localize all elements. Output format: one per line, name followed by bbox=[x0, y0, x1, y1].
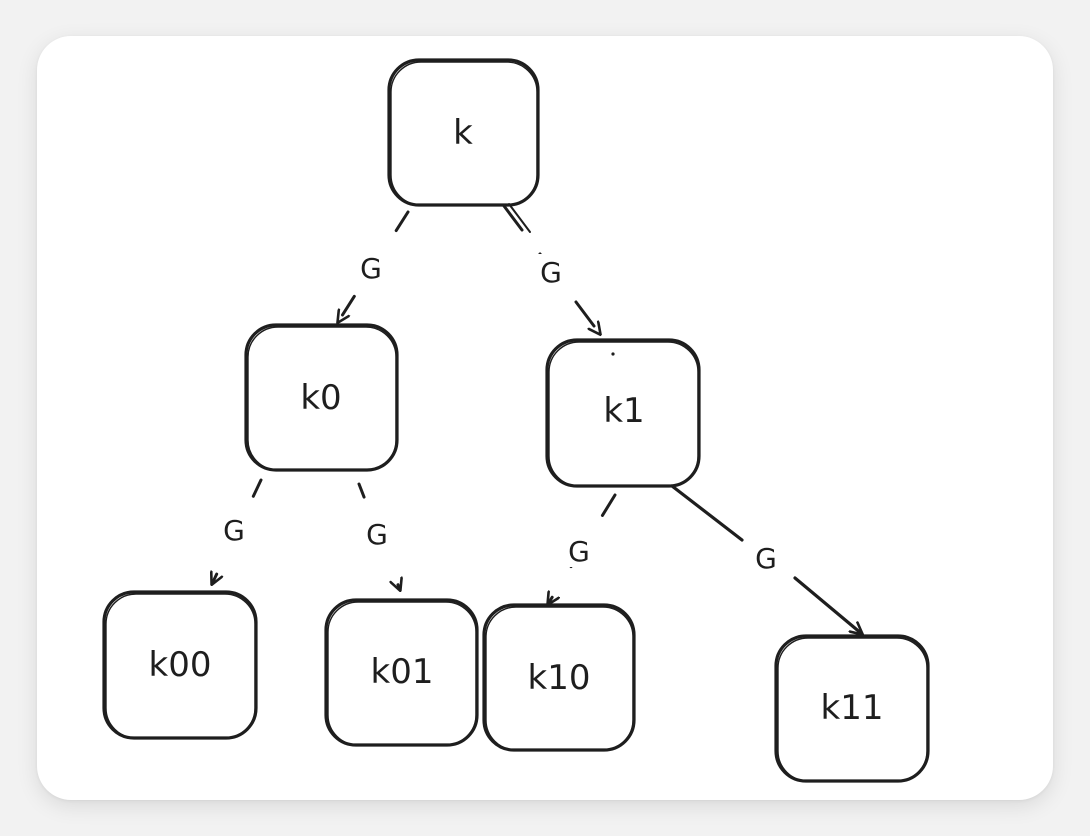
node-k11[interactable]: k11 bbox=[774, 634, 930, 783]
svg-text:G: G bbox=[366, 518, 388, 551]
edge-label-k0-k00: G bbox=[215, 512, 253, 547]
svg-text:k00: k00 bbox=[149, 645, 212, 685]
svg-text:G: G bbox=[223, 514, 245, 547]
svg-text:k: k bbox=[453, 113, 473, 153]
svg-text:G: G bbox=[360, 252, 382, 285]
node-k01[interactable]: k01 bbox=[324, 598, 479, 747]
svg-text:k1: k1 bbox=[603, 391, 644, 431]
node-k00[interactable]: k00 bbox=[102, 590, 258, 740]
edge-label-k-k0: G bbox=[352, 250, 390, 285]
svg-text:k10: k10 bbox=[528, 658, 591, 698]
svg-text:G: G bbox=[568, 535, 590, 568]
edge-label-k1-k10: G bbox=[560, 533, 598, 568]
edge-label-k1-k11: G bbox=[747, 540, 785, 575]
svg-text:G: G bbox=[755, 542, 777, 575]
edge-label-k0-k01: G bbox=[358, 516, 396, 551]
svg-text:k01: k01 bbox=[371, 652, 434, 692]
edge-label-k-k1: G bbox=[532, 254, 570, 289]
node-k[interactable]: k bbox=[387, 58, 540, 207]
node-k1[interactable]: k1 bbox=[545, 338, 701, 488]
node-k10[interactable]: k10 bbox=[482, 603, 636, 752]
canvas-card bbox=[37, 36, 1053, 800]
svg-text:k11: k11 bbox=[821, 688, 884, 728]
svg-text:G: G bbox=[540, 256, 562, 289]
node-k0[interactable]: k0 bbox=[244, 323, 399, 472]
edge-k1-k11 bbox=[670, 484, 862, 634]
svg-text:k0: k0 bbox=[300, 378, 341, 418]
